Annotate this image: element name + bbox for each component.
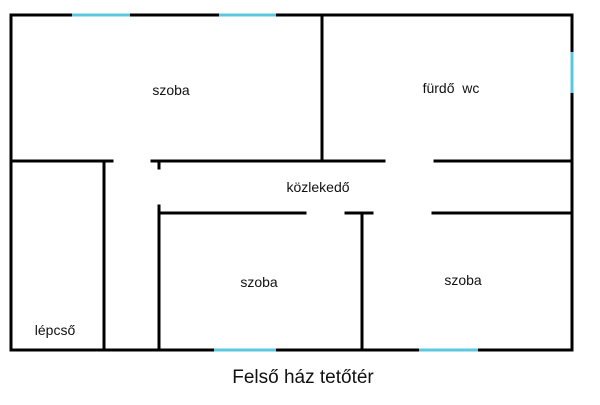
room-label-bottom-right: szoba (444, 272, 482, 288)
room-label-top-left: szoba (152, 82, 190, 98)
plan-caption: Felső ház tetőtér (232, 367, 374, 388)
windows (72, 13, 574, 352)
room-label-stairs: lépcső (34, 322, 76, 338)
walls (9, 13, 574, 352)
room-label-bathroom: fürdő wc (422, 80, 480, 96)
room-label-hallway: közlekedő (286, 179, 350, 195)
room-label-bottom-middle: szoba (240, 274, 278, 290)
